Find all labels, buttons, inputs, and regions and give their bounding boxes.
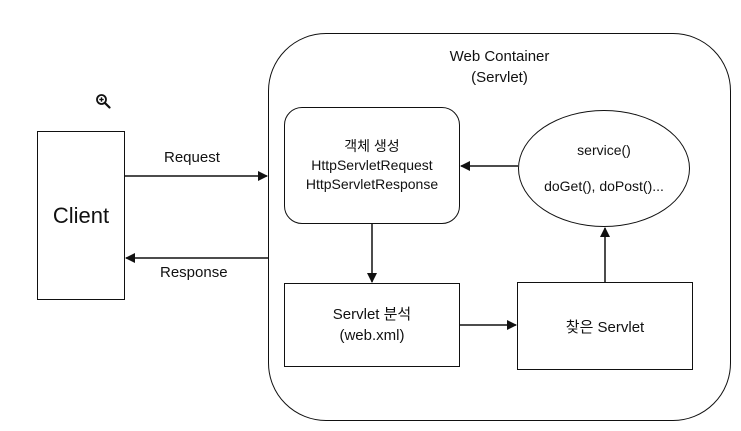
client-node: Client [37,131,125,300]
servlet-analysis-line1: Servlet 분석 [332,306,412,323]
web-container-title: Web Container (Servlet) [269,46,730,88]
create-objects-node: 객체 생성 HttpServletRequest HttpServletResp… [284,107,460,224]
create-objects-line2: HttpServletRequest [311,157,433,173]
found-servlet-label: 찾은 Servlet [565,318,645,336]
service-method-line1: service() [577,142,631,158]
client-label: Client [52,202,110,228]
found-servlet-node: 찾은 Servlet [517,282,693,370]
zoom-in-icon[interactable] [95,93,111,109]
service-method-node: service() doGet(), doPost()... [518,110,690,227]
request-edge-label: Request [164,149,220,166]
web-container-title-line1: Web Container [449,48,550,65]
create-objects-line1: 객체 생성 [344,138,400,154]
servlet-analysis-line2: (web.xml) [339,327,405,344]
web-container-title-line2: (Servlet) [471,69,528,86]
web-container-boundary: Web Container (Servlet) [268,33,731,421]
servlet-analysis-node: Servlet 분석 (web.xml) [284,283,460,367]
service-method-line2: doGet(), doPost()... [544,178,664,194]
create-objects-line3: HttpServletResponse [305,176,439,192]
response-edge-label: Response [160,264,228,281]
